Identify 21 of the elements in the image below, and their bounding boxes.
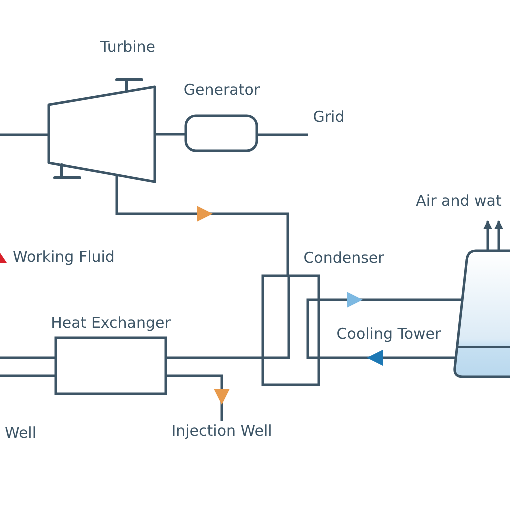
pipe-line [167,356,262,360]
well-label: Well [5,424,37,442]
pipe-line [0,134,49,136]
pipe-line [155,133,185,136]
pipe-line [494,220,504,250]
pipe-line [0,374,55,378]
legend-label: Working Fluid [13,248,115,266]
pipe-line [258,134,308,136]
component-label: Turbine [100,38,156,56]
terminal-label: Grid [313,108,345,126]
component-label: Cooling Tower [336,325,442,343]
component-label: Generator [184,81,260,99]
component-label: Condenser [304,249,384,267]
pipe-line [484,220,492,250]
pipe-line [167,374,230,421]
pipe-line [0,356,55,360]
pipe-line [320,350,458,366]
terminal-label: Injection Well [172,422,272,440]
component-label: Heat Exchanger [51,314,171,332]
terminal-label: Air and wat [416,192,502,210]
pipe-line [320,292,463,308]
